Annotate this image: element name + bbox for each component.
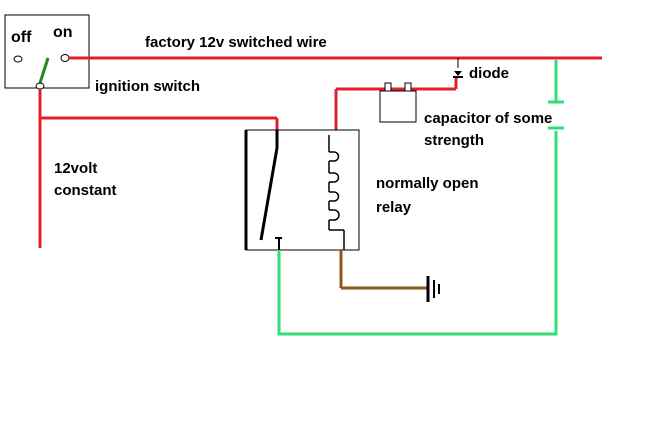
constant-label-line2: constant: [54, 182, 117, 199]
relay-icon: [244, 129, 360, 251]
switch-on-label: on: [53, 24, 73, 41]
diode-label: diode: [469, 65, 509, 82]
wire-green: [277, 60, 564, 336]
constant-label-line1: 12volt: [54, 160, 98, 177]
ignition-switch-label: ignition switch: [95, 78, 200, 95]
wire-ground: [339, 250, 428, 290]
ground-icon: [426, 276, 440, 302]
switch-on-terminal: [60, 54, 70, 62]
diode-icon: [453, 58, 463, 78]
relay-coil-icon: [328, 135, 345, 250]
relay-contact-blade: [259, 147, 279, 241]
ignition-switch-box: [4, 14, 90, 89]
wire-12v-constant: [38, 89, 279, 248]
switch-common-terminal: [35, 82, 45, 90]
factory-wire-label: factory 12v switched wire: [145, 34, 327, 51]
capacitor-icon: [334, 78, 458, 130]
capacitor-label-line1: capacitor of some: [424, 110, 553, 127]
capacitor-label-line2: strength: [424, 132, 484, 149]
relay-label-line2: relay: [376, 199, 412, 216]
ignition-switch: [4, 14, 90, 90]
switch-lever: [38, 57, 50, 84]
relay-label-line1: normally open: [376, 175, 479, 192]
switch-off-label: off: [11, 29, 32, 46]
switch-off-terminal: [13, 55, 23, 63]
